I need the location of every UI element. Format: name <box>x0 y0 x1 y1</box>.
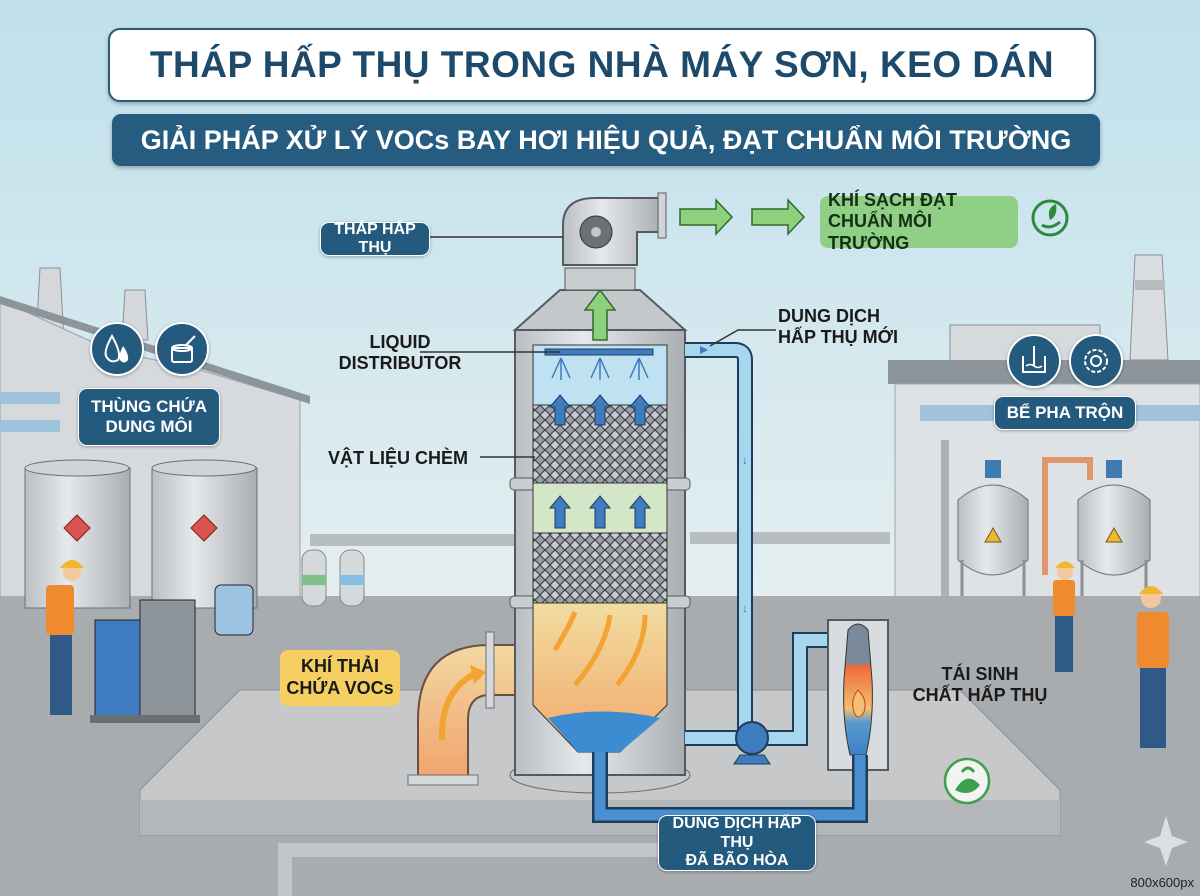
clean-air-line2: CHUẨN MÔI TRƯỜNG <box>828 211 932 253</box>
mixing-tank-label: BỂ PHA TRỘN <box>994 396 1136 430</box>
leader-lines <box>420 236 776 458</box>
page-title: THÁP HẤP THỤ TRONG NHÀ MÁY SƠN, KEO DÁN <box>149 44 1055 85</box>
saturated-line1: DUNG DỊCH HẤP THỤ <box>672 815 802 851</box>
pump <box>735 721 769 755</box>
packing-layer <box>532 532 668 604</box>
exhaust-label: KHÍ THẢI CHỨA VOCs <box>280 650 400 706</box>
liquid-distributor-line2: DISTRIBUTOR <box>338 352 462 373</box>
liquid-distributor-label: LIQUID DISTRIBUTOR <box>335 332 465 373</box>
regeneration-unit <box>827 619 889 771</box>
paint-can-icon <box>155 322 209 376</box>
leaf-hand-recycle-icon <box>1031 199 1069 237</box>
clean-air-label: KHÍ SẠCH ĐẠT CHUẨN MÔI TRƯỜNG <box>820 190 1018 253</box>
exhaust-line1: KHÍ THẢI <box>301 656 379 677</box>
regeneration-line1: TÁI SINH <box>941 664 1019 684</box>
svg-text:↓: ↓ <box>742 601 748 615</box>
page-subtitle: GIẢI PHÁP XỬ LÝ VOCs BAY HƠI HIỆU QUẢ, Đ… <box>140 124 1072 155</box>
gas-flow-arrow <box>438 669 480 741</box>
solvent-drop-icon <box>90 322 144 376</box>
worker <box>46 560 84 715</box>
fresh-solution-line2: HẤP THỤ MỚI <box>778 326 899 347</box>
exhaust-line2: CHỨA VOCs <box>286 678 394 698</box>
mixing-tank <box>1077 460 1151 600</box>
subtitle-banner: GIẢI PHÁP XỬ LÝ VOCs BAY HƠI HIỆU QUẢ, Đ… <box>112 114 1100 166</box>
tower-label: THÁP HẤP THỤ <box>320 221 430 256</box>
clean-air-output-arrows <box>679 198 806 236</box>
liquid-distributor-line1: LIQUID <box>369 332 431 352</box>
worker <box>1137 586 1169 748</box>
regeneration-line2: CHẤT HẤP THỤ <box>912 684 1048 705</box>
solvent-tank <box>24 459 131 609</box>
liquid-distributor <box>544 348 654 356</box>
fresh-solution-line1: DUNG DỊCH <box>778 306 880 326</box>
size-watermark: 800x600px <box>1130 875 1194 890</box>
absorption-tower <box>509 192 691 794</box>
clean-air-line1: KHÍ SẠCH ĐẠT <box>828 189 957 210</box>
ground-pipe <box>278 843 700 896</box>
gas-flow-arrows <box>552 611 648 687</box>
solvent-tanks-label: THÙNG CHỨA DUNG MÔI <box>78 388 220 446</box>
leaf-hand-icon <box>943 757 991 805</box>
solvent-tanks-line1: THÙNG CHỨA <box>90 397 208 417</box>
clean-air-arrow <box>583 288 617 341</box>
fresh-solution-label: DUNG DỊCH HẤP THỤ MỚI <box>778 306 908 347</box>
processing-machine <box>90 584 254 723</box>
worker <box>1053 561 1075 672</box>
packing-label: VẬT LIỆU CHÈM <box>327 448 468 468</box>
fresh-solution-pipe <box>685 344 751 580</box>
gas-up-arrows <box>548 394 652 529</box>
saturated-solution-label: DUNG DỊCH HẤP THỤ ĐÃ BÃO HÒA <box>658 815 816 871</box>
gas-cylinders <box>301 549 365 607</box>
regeneration-label: TÁI SINH CHẤT HẤP THỤ <box>905 664 1055 705</box>
saturated-line2: ĐÃ BÃO HÒA <box>685 852 789 870</box>
gear-icon <box>1069 334 1123 388</box>
mixer-tank-icon <box>1007 334 1061 388</box>
svg-text:↓: ↓ <box>742 453 748 467</box>
solvent-tanks-line2: DUNG MÔI <box>105 417 193 436</box>
sparkle-icon <box>1144 816 1188 866</box>
mixing-tank <box>957 460 1029 600</box>
title-banner: THÁP HẤP THỤ TRONG NHÀ MÁY SƠN, KEO DÁN <box>108 28 1096 102</box>
